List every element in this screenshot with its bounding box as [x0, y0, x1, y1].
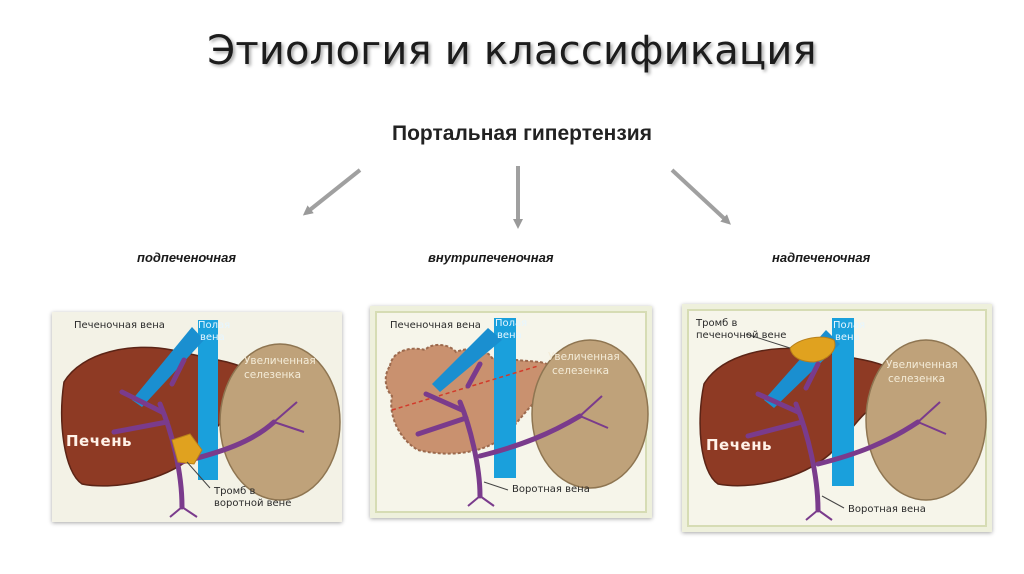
label-portal-vein: Воротная вена — [512, 484, 590, 495]
diagram-subhepatic: Печеночная вена Полая вена Увеличенная с… — [52, 312, 342, 522]
label-hepatic-thrombus-2: печеночной вене — [696, 330, 787, 341]
arrow-right — [670, 168, 731, 225]
vena-cava-shape — [832, 318, 854, 486]
label-portal-thrombus-2: воротной вене — [214, 498, 292, 509]
slide-title: Этиология и классификация — [207, 28, 817, 74]
vena-cava-shape — [198, 320, 218, 480]
label-hepatic-vein: Печеночная вена — [390, 320, 481, 331]
label-vena-cava-1: Полая — [495, 318, 528, 329]
diagram-suprahepatic: Тромб в печеночной вене Полая вена Увели… — [682, 304, 992, 532]
label-spleen-1: Увеличенная — [244, 355, 316, 367]
liver-shape — [61, 346, 275, 487]
label-vena-cava-2: вена — [497, 330, 522, 341]
label-spleen-2: селезенка — [888, 373, 946, 385]
label-spleen-1: Увеличенная — [548, 351, 620, 363]
portal-thrombus — [171, 433, 203, 465]
category-subhepatic: подпеченочная — [137, 250, 237, 265]
label-liver: Печень — [706, 436, 773, 454]
category-suprahepatic: надпеченочная — [772, 250, 871, 265]
label-vena-cava-1: Полая — [833, 320, 866, 331]
hepatic-vein-shape — [432, 328, 502, 392]
label-spleen-2: селезенка — [552, 365, 610, 377]
label-portal-vein: Воротная вена — [848, 504, 926, 515]
label-hepatic-vein: Печеночная вена — [74, 320, 165, 331]
spleen-shape — [531, 339, 649, 489]
diagram-intrahepatic: Печеночная вена Полая вена Увеличенная с… — [370, 306, 652, 518]
label-liver: Печень — [66, 432, 133, 450]
label-vena-cava-2: вена — [200, 332, 225, 343]
hepatic-vein-shape — [132, 327, 204, 407]
spleen-shape — [219, 343, 341, 501]
slide-subtitle: Портальная гипертензия — [392, 122, 652, 145]
hepatic-thrombus — [789, 336, 836, 363]
label-hepatic-thrombus-1: Тромб в — [696, 318, 738, 329]
category-intrahepatic: внутрипеченочная — [428, 250, 554, 265]
spleen-shape — [865, 339, 987, 501]
label-vena-cava-2: вена — [835, 332, 860, 343]
label-spleen-2: селезенка — [244, 369, 302, 381]
vena-cava-shape — [494, 318, 516, 478]
arrow-left — [302, 168, 362, 216]
label-vena-cava-1: Полая — [198, 320, 231, 331]
label-spleen-1: Увеличенная — [886, 359, 958, 371]
label-portal-thrombus-1: Тромб в — [214, 486, 256, 497]
